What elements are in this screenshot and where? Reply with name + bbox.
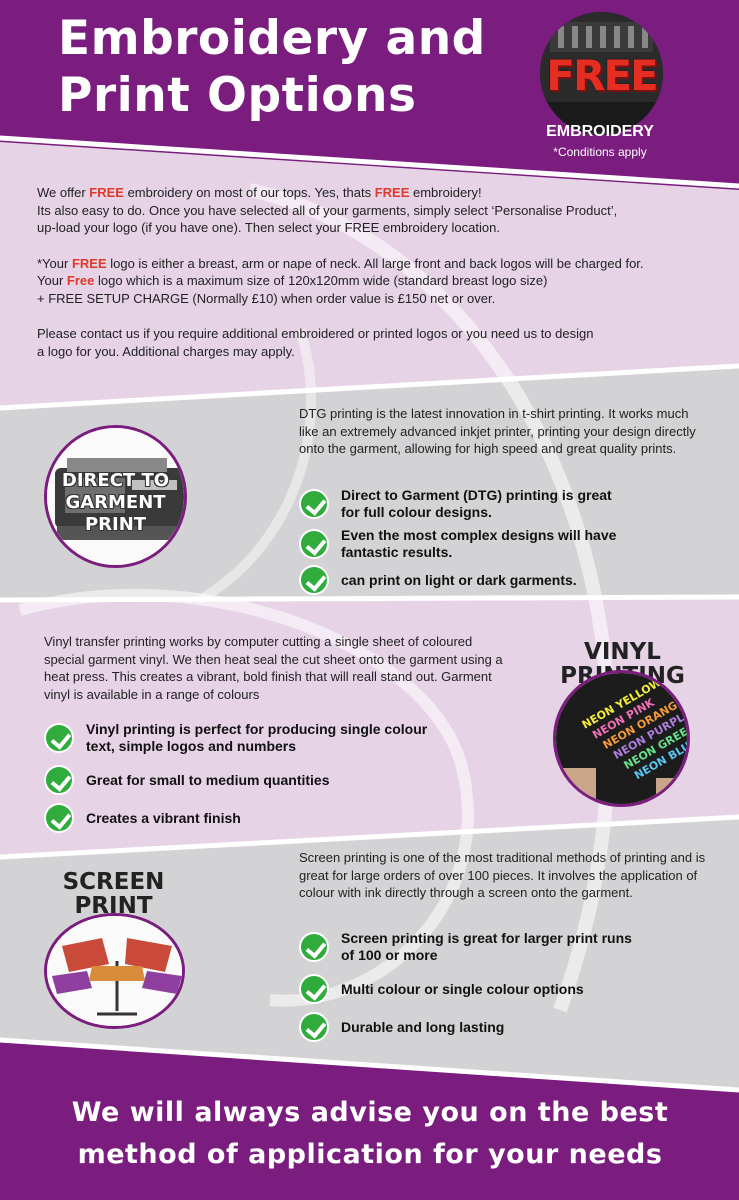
embroidery-machine-image bbox=[540, 12, 663, 135]
list-item: Multi colour or single colour options bbox=[299, 974, 639, 1004]
check-icon bbox=[44, 803, 74, 833]
conditions-text: *Conditions apply bbox=[553, 145, 647, 159]
list-item: Direct to Garment (DTG) printing is grea… bbox=[299, 486, 619, 521]
intro-p3: Please contact us if you require additio… bbox=[37, 326, 594, 359]
list-item: Creates a vibrant finish bbox=[44, 803, 444, 833]
dtg-label: DIRECT TO GARMENT PRINT bbox=[61, 470, 170, 535]
screen-press-icon bbox=[47, 916, 182, 1026]
check-icon bbox=[299, 488, 329, 519]
check-icon bbox=[299, 932, 329, 962]
check-icon bbox=[299, 565, 329, 595]
list-item: Screen printing is great for larger prin… bbox=[299, 927, 639, 967]
list-item: can print on light or dark garments. bbox=[299, 565, 619, 595]
footer-line-2: method of application for your needs bbox=[77, 1139, 663, 1170]
dtg-bullet-list: Direct to Garment (DTG) printing is grea… bbox=[299, 486, 619, 595]
check-icon bbox=[299, 528, 329, 559]
page-title: Embroidery and Print Options bbox=[58, 10, 486, 124]
check-icon bbox=[299, 1012, 329, 1042]
intro-text: We offer FREE embroidery on most of our … bbox=[37, 184, 697, 360]
list-item: Vinyl printing is perfect for producing … bbox=[44, 718, 444, 758]
intro-p1: We offer FREE embroidery on most of our … bbox=[37, 185, 618, 235]
free-text: FREE bbox=[546, 51, 658, 100]
screen-press-image bbox=[44, 913, 185, 1029]
list-item: Durable and long lasting bbox=[299, 1012, 639, 1042]
embroidery-text: EMBROIDERY bbox=[546, 123, 654, 140]
dtg-printer-image bbox=[44, 425, 187, 568]
screen-description: Screen printing is one of the most tradi… bbox=[299, 850, 706, 900]
footer-line-1: We will always advise you on the best bbox=[71, 1097, 669, 1128]
check-icon bbox=[299, 974, 329, 1004]
intro-p2: *Your FREE logo is either a breast, arm … bbox=[37, 255, 644, 306]
embroidery-machine-icon bbox=[540, 12, 663, 135]
vinyl-description: Vinyl transfer printing works by compute… bbox=[44, 634, 503, 702]
title-line-2: Print Options bbox=[58, 68, 417, 123]
title-line-1: Embroidery and bbox=[58, 11, 486, 66]
dtg-printer-icon bbox=[47, 428, 184, 565]
footer-message: We will always advise you on the best me… bbox=[30, 1092, 710, 1176]
screen-title: SCREEN PRINT bbox=[62, 869, 165, 919]
screen-bullet-list: Screen printing is great for larger prin… bbox=[299, 927, 639, 1042]
check-icon bbox=[44, 723, 74, 753]
list-item: Even the most complex designs will have … bbox=[299, 526, 619, 561]
vinyl-bullet-list: Vinyl printing is perfect for producing … bbox=[44, 718, 444, 833]
list-item: Great for small to medium quantities bbox=[44, 765, 444, 795]
dtg-description: DTG printing is the latest innovation in… bbox=[299, 406, 696, 456]
check-icon bbox=[44, 765, 74, 795]
